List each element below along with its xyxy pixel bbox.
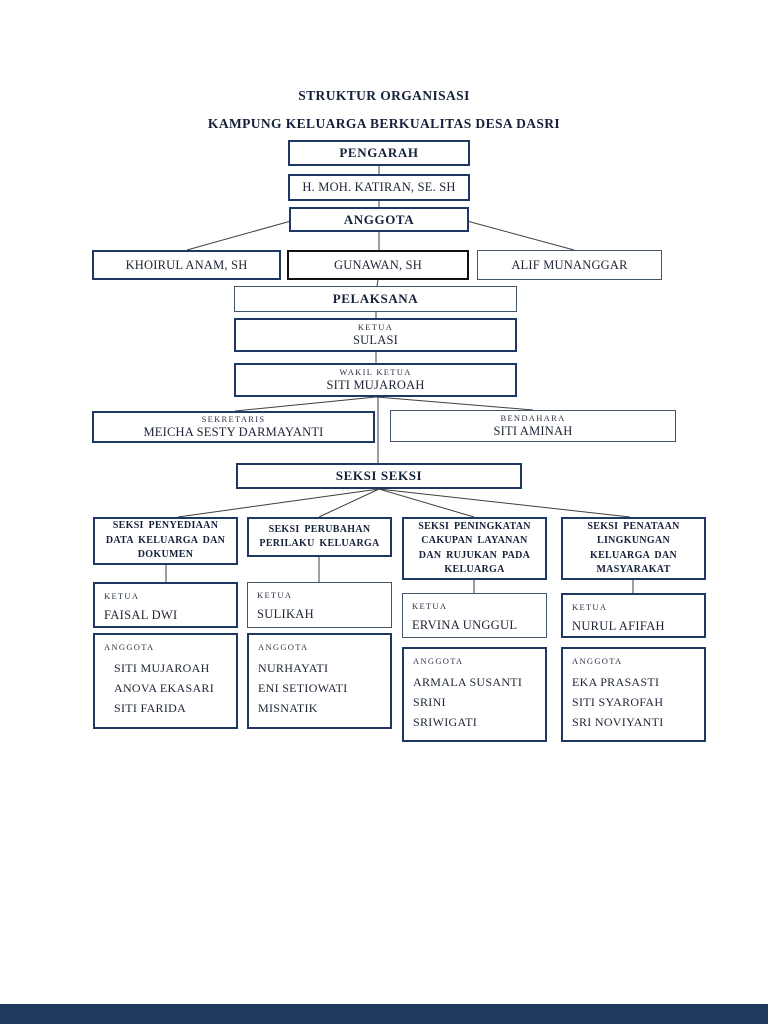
viewer-page-gap-bar	[0, 1004, 768, 1024]
seksi1-title: SEKSI PENYEDIAAN DATA KELUARGA DAN DOKUM…	[105, 520, 226, 561]
card-seksi2-ketua: KETUA SULIKAH	[247, 582, 392, 628]
wakil-ketua-label: WAKIL KETUA	[339, 367, 412, 377]
bendahara-label: BENDAHARA	[500, 413, 566, 423]
seksi3-ketua-label: KETUA	[412, 601, 448, 611]
box-pengarah-name: H. MOH. KATIRAN, SE. SH	[288, 174, 470, 201]
box-pengarah: PENGARAH	[288, 140, 470, 166]
seksi1-anggota-member: SITI MUJAROAH	[114, 661, 210, 675]
wakil-ketua-name: SITI MUJAROAH	[326, 378, 425, 392]
box-member-khoirul: KHOIRUL ANAM, SH	[92, 250, 281, 280]
seksi4-anggota-label: ANGGOTA	[572, 656, 623, 666]
box-anggota: ANGGOTA	[289, 207, 469, 232]
seksi1-ketua-name: FAISAL DWI	[104, 608, 178, 622]
member-name: ALIF MUNANGGAR	[511, 257, 628, 272]
card-seksi3-anggota: ANGGOTA ARMALA SUSANTI SRINI SRIWIGATI	[402, 647, 547, 742]
box-member-alif: ALIF MUNANGGAR	[477, 250, 662, 280]
seksi1-anggota-member: SITI FARIDA	[114, 700, 187, 715]
member-name: KHOIRUL ANAM, SH	[125, 257, 248, 272]
seksi2-anggota-member: ENI SETIOWATI	[258, 680, 348, 695]
seksi4-title: SEKSI PENATAAN LINGKUNGAN KELUARGA DAN M…	[587, 520, 680, 576]
seksi2-ketua-label: KETUA	[257, 590, 293, 600]
card-seksi2-anggota: ANGGOTA NURHAYATI ENI SETIOWATI MISNATIK	[247, 633, 392, 729]
card-seksi1-anggota: ANGGOTA SITI MUJAROAH ANOVA EKASARI SITI…	[93, 633, 238, 729]
anggota-label: ANGGOTA	[343, 211, 415, 227]
seksi3-anggota-member: ARMALA SUSANTI	[413, 675, 523, 689]
card-seksi4-anggota: ANGGOTA EKA PRASASTI SITI SYAROFAH SRI N…	[561, 647, 706, 742]
box-seksi3-header: SEKSI PENINGKATAN CAKUPAN LAYANAN DAN RU…	[402, 517, 547, 580]
seksi-seksi-label: SEKSI SEKSI	[335, 468, 423, 483]
box-seksi2-header: SEKSI PERUBAHAN PERILAKU KELUARGA	[247, 517, 392, 557]
seksi4-anggota-member: SRI NOVIYANTI	[572, 714, 664, 729]
seksi1-anggota-member: ANOVA EKASARI	[114, 680, 215, 695]
seksi4-ketua-name: NURUL AFIFAH	[572, 619, 665, 633]
seksi3-ketua-name: ERVINA UNGGUL	[412, 618, 518, 632]
seksi1-anggota-label: ANGGOTA	[104, 642, 155, 652]
box-member-gunawan: GUNAWAN, SH	[287, 250, 469, 280]
pengarah-label: PENGARAH	[339, 145, 419, 160]
member-name: GUNAWAN, SH	[333, 257, 422, 272]
seksi2-ketua-name: SULIKAH	[257, 607, 314, 621]
seksi4-anggota-member: SITI SYAROFAH	[572, 694, 664, 709]
card-seksi3-ketua: KETUA ERVINA UNGGUL	[402, 593, 547, 638]
seksi1-ketua-label: KETUA	[104, 591, 140, 601]
seksi3-title: SEKSI PENINGKATAN CAKUPAN LAYANAN DAN RU…	[418, 520, 531, 576]
seksi4-ketua-label: KETUA	[572, 602, 608, 612]
card-seksi4-ketua: KETUA NURUL AFIFAH	[561, 593, 706, 638]
ketua-label: KETUA	[357, 322, 394, 332]
seksi2-anggota-label: ANGGOTA	[258, 642, 309, 652]
seksi3-anggota-member: SRINI	[413, 694, 446, 709]
pengarah-name: H. MOH. KATIRAN, SE. SH	[302, 180, 456, 194]
sekretaris-label: SEKRETARIS	[201, 414, 266, 424]
seksi4-anggota-member: EKA PRASASTI	[572, 675, 660, 689]
box-sekretaris: SEKRETARIS MEICHA SESTY DARMAYANTI	[92, 411, 375, 443]
bendahara-name: SITI AMINAH	[493, 424, 573, 438]
box-bendahara: BENDAHARA SITI AMINAH	[390, 410, 676, 442]
seksi3-anggota-member: SRIWIGATI	[413, 714, 478, 729]
seksi2-title: SEKSI PERUBAHAN PERILAKU KELUARGA	[259, 523, 380, 550]
box-pelaksana: PELAKSANA	[234, 286, 517, 312]
box-seksi4-header: SEKSI PENATAAN LINGKUNGAN KELUARGA DAN M…	[561, 517, 706, 580]
seksi2-anggota-member: MISNATIK	[258, 700, 318, 715]
page-title: STRUKTUR ORGANISASI	[298, 88, 470, 103]
box-ketua-sulasi: KETUA SULASI	[234, 318, 517, 352]
box-wakil-ketua: WAKIL KETUA SITI MUJAROAH	[234, 363, 517, 397]
box-seksi1-header: SEKSI PENYEDIAAN DATA KELUARGA DAN DOKUM…	[93, 517, 238, 565]
box-seksi-seksi: SEKSI SEKSI	[236, 463, 522, 489]
seksi3-anggota-label: ANGGOTA	[413, 656, 464, 666]
seksi2-anggota-member: NURHAYATI	[258, 661, 329, 675]
pelaksana-label: PELAKSANA	[332, 291, 419, 306]
sekretaris-name: MEICHA SESTY DARMAYANTI	[143, 425, 324, 439]
page-subtitle: KAMPUNG KELUARGA BERKUALITAS DESA DASRI	[207, 116, 561, 131]
card-seksi1-ketua: KETUA FAISAL DWI	[93, 582, 238, 628]
ketua-name: SULASI	[353, 333, 398, 347]
